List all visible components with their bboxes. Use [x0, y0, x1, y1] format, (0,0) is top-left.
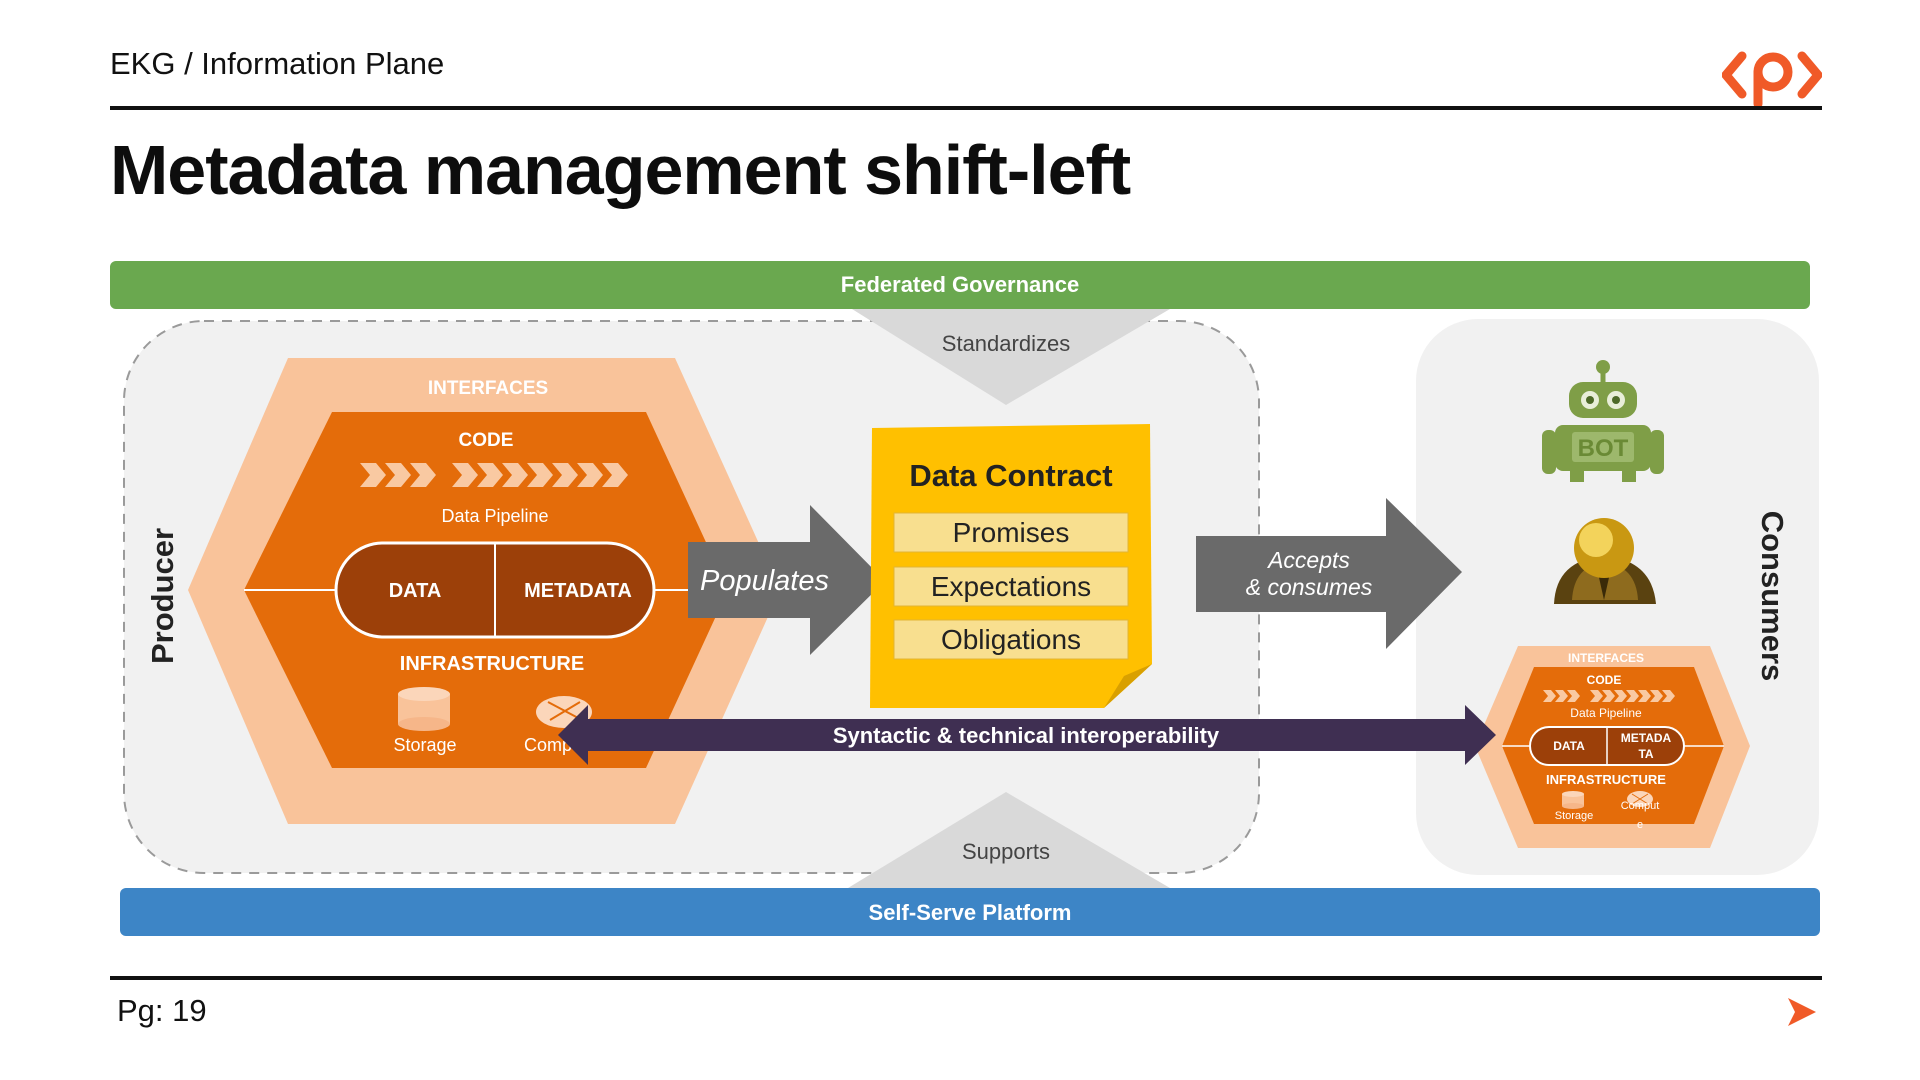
- bot-icon: BOT: [1542, 360, 1664, 482]
- interoperability-arrow: Syntactic & technical interoperability: [558, 705, 1496, 765]
- standardizes-arrow: Standardizes: [852, 309, 1170, 405]
- next-arrow-icon[interactable]: [1782, 992, 1822, 1037]
- accepts-label-line2: & consumes: [1246, 574, 1373, 600]
- consumer-metadata-label-1: METADA: [1621, 731, 1672, 745]
- accepts-consumes-arrow: Accepts & consumes: [1196, 498, 1462, 649]
- consumer-compute-icon: [1627, 791, 1653, 807]
- compute-label: Comp: [524, 735, 572, 755]
- storage-label: Storage: [393, 735, 456, 755]
- metadata-label: METADATA: [524, 580, 632, 602]
- contract-item-obligations: Obligations: [893, 619, 1129, 660]
- platform-label: Self-Serve Platform: [869, 900, 1072, 925]
- pipeline-chevrons-icon: [360, 463, 628, 487]
- populates-arrow: Populates: [688, 505, 885, 655]
- svg-text:Expectations: Expectations: [931, 571, 1091, 602]
- consumer-interfaces-label: INTERFACES: [1568, 651, 1644, 665]
- brand-logo: [1721, 42, 1823, 113]
- producer-label: Producer: [145, 528, 180, 664]
- pipeline-label: Data Pipeline: [441, 506, 548, 526]
- supports-label: Supports: [962, 839, 1050, 864]
- consumer-metadata-label-2: TA: [1638, 747, 1653, 761]
- interfaces-label: INTERFACES: [428, 378, 548, 399]
- consumer-storage-icon: [1562, 791, 1584, 809]
- interoperability-label: Syntactic & technical interoperability: [833, 723, 1220, 748]
- consumer-data-product: INTERFACES CODE Data Pipeline DATA METAD…: [1475, 646, 1750, 848]
- populates-label: Populates: [700, 565, 829, 597]
- data-contract: Data Contract Promises Expectations Obli…: [870, 424, 1152, 708]
- accepts-label-line1: Accepts: [1266, 547, 1350, 573]
- supports-arrow: Supports: [848, 792, 1170, 888]
- consumer-storage-label: Storage: [1555, 810, 1594, 822]
- consumers-label: Consumers: [1755, 511, 1790, 682]
- header-divider: [110, 106, 1822, 110]
- data-label: DATA: [389, 580, 442, 602]
- code-label: CODE: [459, 430, 514, 451]
- consumer-pipeline-chevrons-icon: [1543, 690, 1675, 702]
- footer-divider: [110, 976, 1822, 980]
- federated-governance-bar: Federated Governance: [110, 261, 1810, 309]
- consumer-compute-label-2: e: [1637, 819, 1643, 831]
- consumer-code-label: CODE: [1587, 673, 1622, 687]
- contract-title: Data Contract: [909, 458, 1112, 493]
- infrastructure-label: INFRASTRUCTURE: [400, 653, 584, 675]
- producer-data-product: INTERFACES CODE Data Pipeline DATA METAD…: [188, 358, 780, 824]
- self-serve-platform-bar: Self-Serve Platform: [120, 888, 1820, 936]
- standardizes-label: Standardizes: [942, 331, 1070, 356]
- person-icon: [1554, 518, 1656, 604]
- consumer-compute-label-1: Comput: [1621, 800, 1660, 812]
- page-title: Metadata management shift-left: [110, 131, 1131, 209]
- contract-item-expectations: Expectations: [893, 566, 1129, 607]
- consumer-data-label: DATA: [1553, 739, 1585, 753]
- svg-text:Obligations: Obligations: [941, 624, 1081, 655]
- contract-item-promises: Promises: [893, 512, 1129, 553]
- consumer-pipeline-label: Data Pipeline: [1570, 706, 1642, 720]
- storage-icon: [398, 687, 450, 731]
- breadcrumb: EKG / Information Plane: [110, 46, 445, 81]
- bot-label: BOT: [1578, 435, 1629, 462]
- consumer-infrastructure-label: INFRASTRUCTURE: [1546, 772, 1666, 787]
- governance-label: Federated Governance: [841, 272, 1079, 297]
- svg-text:Promises: Promises: [953, 517, 1070, 548]
- page-number: Pg: 19: [117, 993, 207, 1028]
